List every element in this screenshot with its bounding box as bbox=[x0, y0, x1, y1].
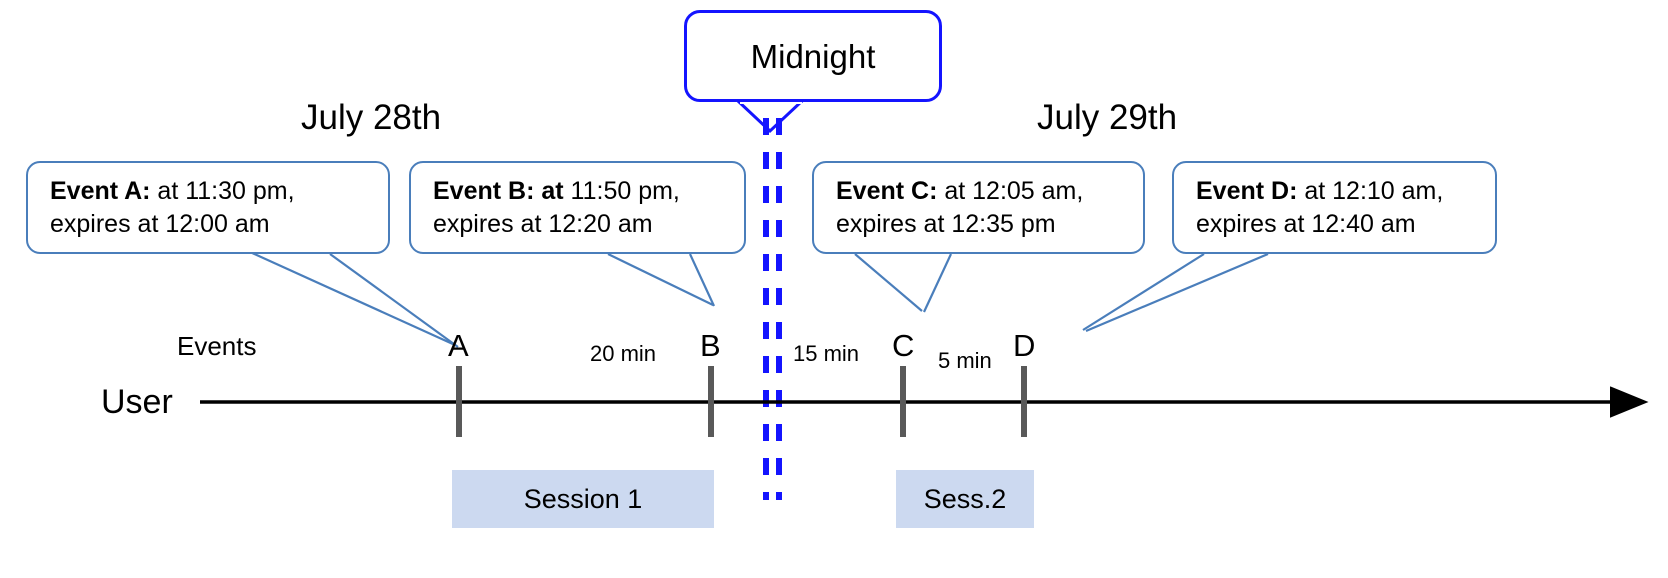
user-row-label-text: User bbox=[101, 383, 173, 421]
callout-event-b-line2: expires at 12:20 am bbox=[433, 210, 653, 238]
date-label-july-29: July 29th bbox=[1037, 98, 1177, 138]
events-row-label: Events bbox=[177, 331, 257, 362]
session-bar-1: Session 1 bbox=[452, 470, 714, 528]
date-label-text: July 29th bbox=[1037, 98, 1178, 137]
marker-label-c-text: C bbox=[892, 328, 915, 363]
marker-label-a: A bbox=[448, 328, 469, 364]
interval-label-20-min: 20 min bbox=[590, 341, 656, 367]
session-bar-2-label: Sess.2 bbox=[923, 483, 1007, 514]
callout-event-c-line1: Event C: at 12:05 am, bbox=[836, 175, 1127, 208]
interval-label-15-min: 15 min bbox=[793, 341, 859, 367]
callout-event-a-line1: Event A: at 11:30 pm, bbox=[50, 175, 372, 208]
callout-event-b: Event B: at 11:50 pm, expires at 12:20 a… bbox=[409, 161, 746, 254]
callout-event-a-bold: Event A: bbox=[50, 177, 151, 205]
user-row-label: User bbox=[101, 383, 173, 422]
session-bar-1-label: Session 1 bbox=[523, 483, 643, 514]
interval-label-text: 5 min bbox=[938, 348, 992, 373]
marker-label-b-text: B bbox=[700, 328, 721, 363]
marker-label-c: C bbox=[892, 328, 914, 364]
callout-event-a: Event A: at 11:30 pm, expires at 12:00 a… bbox=[26, 161, 390, 254]
callout-event-d-rest: at 12:10 am, bbox=[1297, 177, 1444, 205]
callout-event-b-line1: Event B: at 11:50 pm, bbox=[433, 175, 728, 208]
callout-event-d-line2: expires at 12:40 am bbox=[1196, 210, 1416, 238]
leader-line-event-c bbox=[854, 253, 923, 312]
session-bar-2: Sess.2 bbox=[896, 470, 1034, 528]
interval-label-text: 20 min bbox=[590, 341, 657, 366]
interval-label-text: 15 min bbox=[793, 341, 860, 366]
date-label-july-28: July 28th bbox=[301, 98, 441, 138]
callout-event-d-bold: Event D: bbox=[1196, 177, 1298, 205]
callout-event-a-line2: expires at 12:00 am bbox=[50, 210, 270, 238]
marker-label-a-text: A bbox=[448, 328, 469, 363]
callout-event-b-rest: 11:50 pm, bbox=[563, 177, 680, 205]
callout-event-c-rest: at 12:05 am, bbox=[937, 177, 1084, 205]
leader-line-event-b-2 bbox=[689, 253, 715, 307]
events-row-label-text: Events bbox=[177, 331, 257, 361]
callout-event-d: Event D: at 12:10 am, expires at 12:40 a… bbox=[1172, 161, 1497, 254]
callout-event-d-line1: Event D: at 12:10 am, bbox=[1196, 175, 1479, 208]
marker-label-d-text: D bbox=[1013, 328, 1036, 363]
leader-line-event-d bbox=[1082, 253, 1205, 331]
marker-label-b: B bbox=[700, 328, 721, 364]
callout-event-c-line2: expires at 12:35 pm bbox=[836, 210, 1056, 238]
callout-event-b-bold: Event B: at bbox=[433, 177, 564, 205]
midnight-tooltip: Midnight bbox=[684, 10, 942, 102]
leader-line-event-a-2 bbox=[329, 253, 459, 348]
marker-label-d: D bbox=[1013, 328, 1035, 364]
leader-line-event-b bbox=[607, 253, 714, 306]
leader-line-event-d-2 bbox=[1085, 252, 1269, 333]
callout-event-a-rest: at 11:30 pm, bbox=[150, 177, 295, 205]
interval-label-5-min: 5 min bbox=[938, 348, 992, 374]
leader-line-event-a bbox=[249, 250, 456, 347]
leader-line-event-c-2 bbox=[923, 253, 952, 313]
midnight-tooltip-tail bbox=[736, 99, 804, 134]
date-label-text: July 28th bbox=[301, 98, 442, 137]
callout-event-c: Event C: at 12:05 am, expires at 12:35 p… bbox=[812, 161, 1145, 254]
midnight-tooltip-label: Midnight bbox=[750, 37, 876, 75]
callout-event-c-bold: Event C: bbox=[836, 177, 938, 205]
